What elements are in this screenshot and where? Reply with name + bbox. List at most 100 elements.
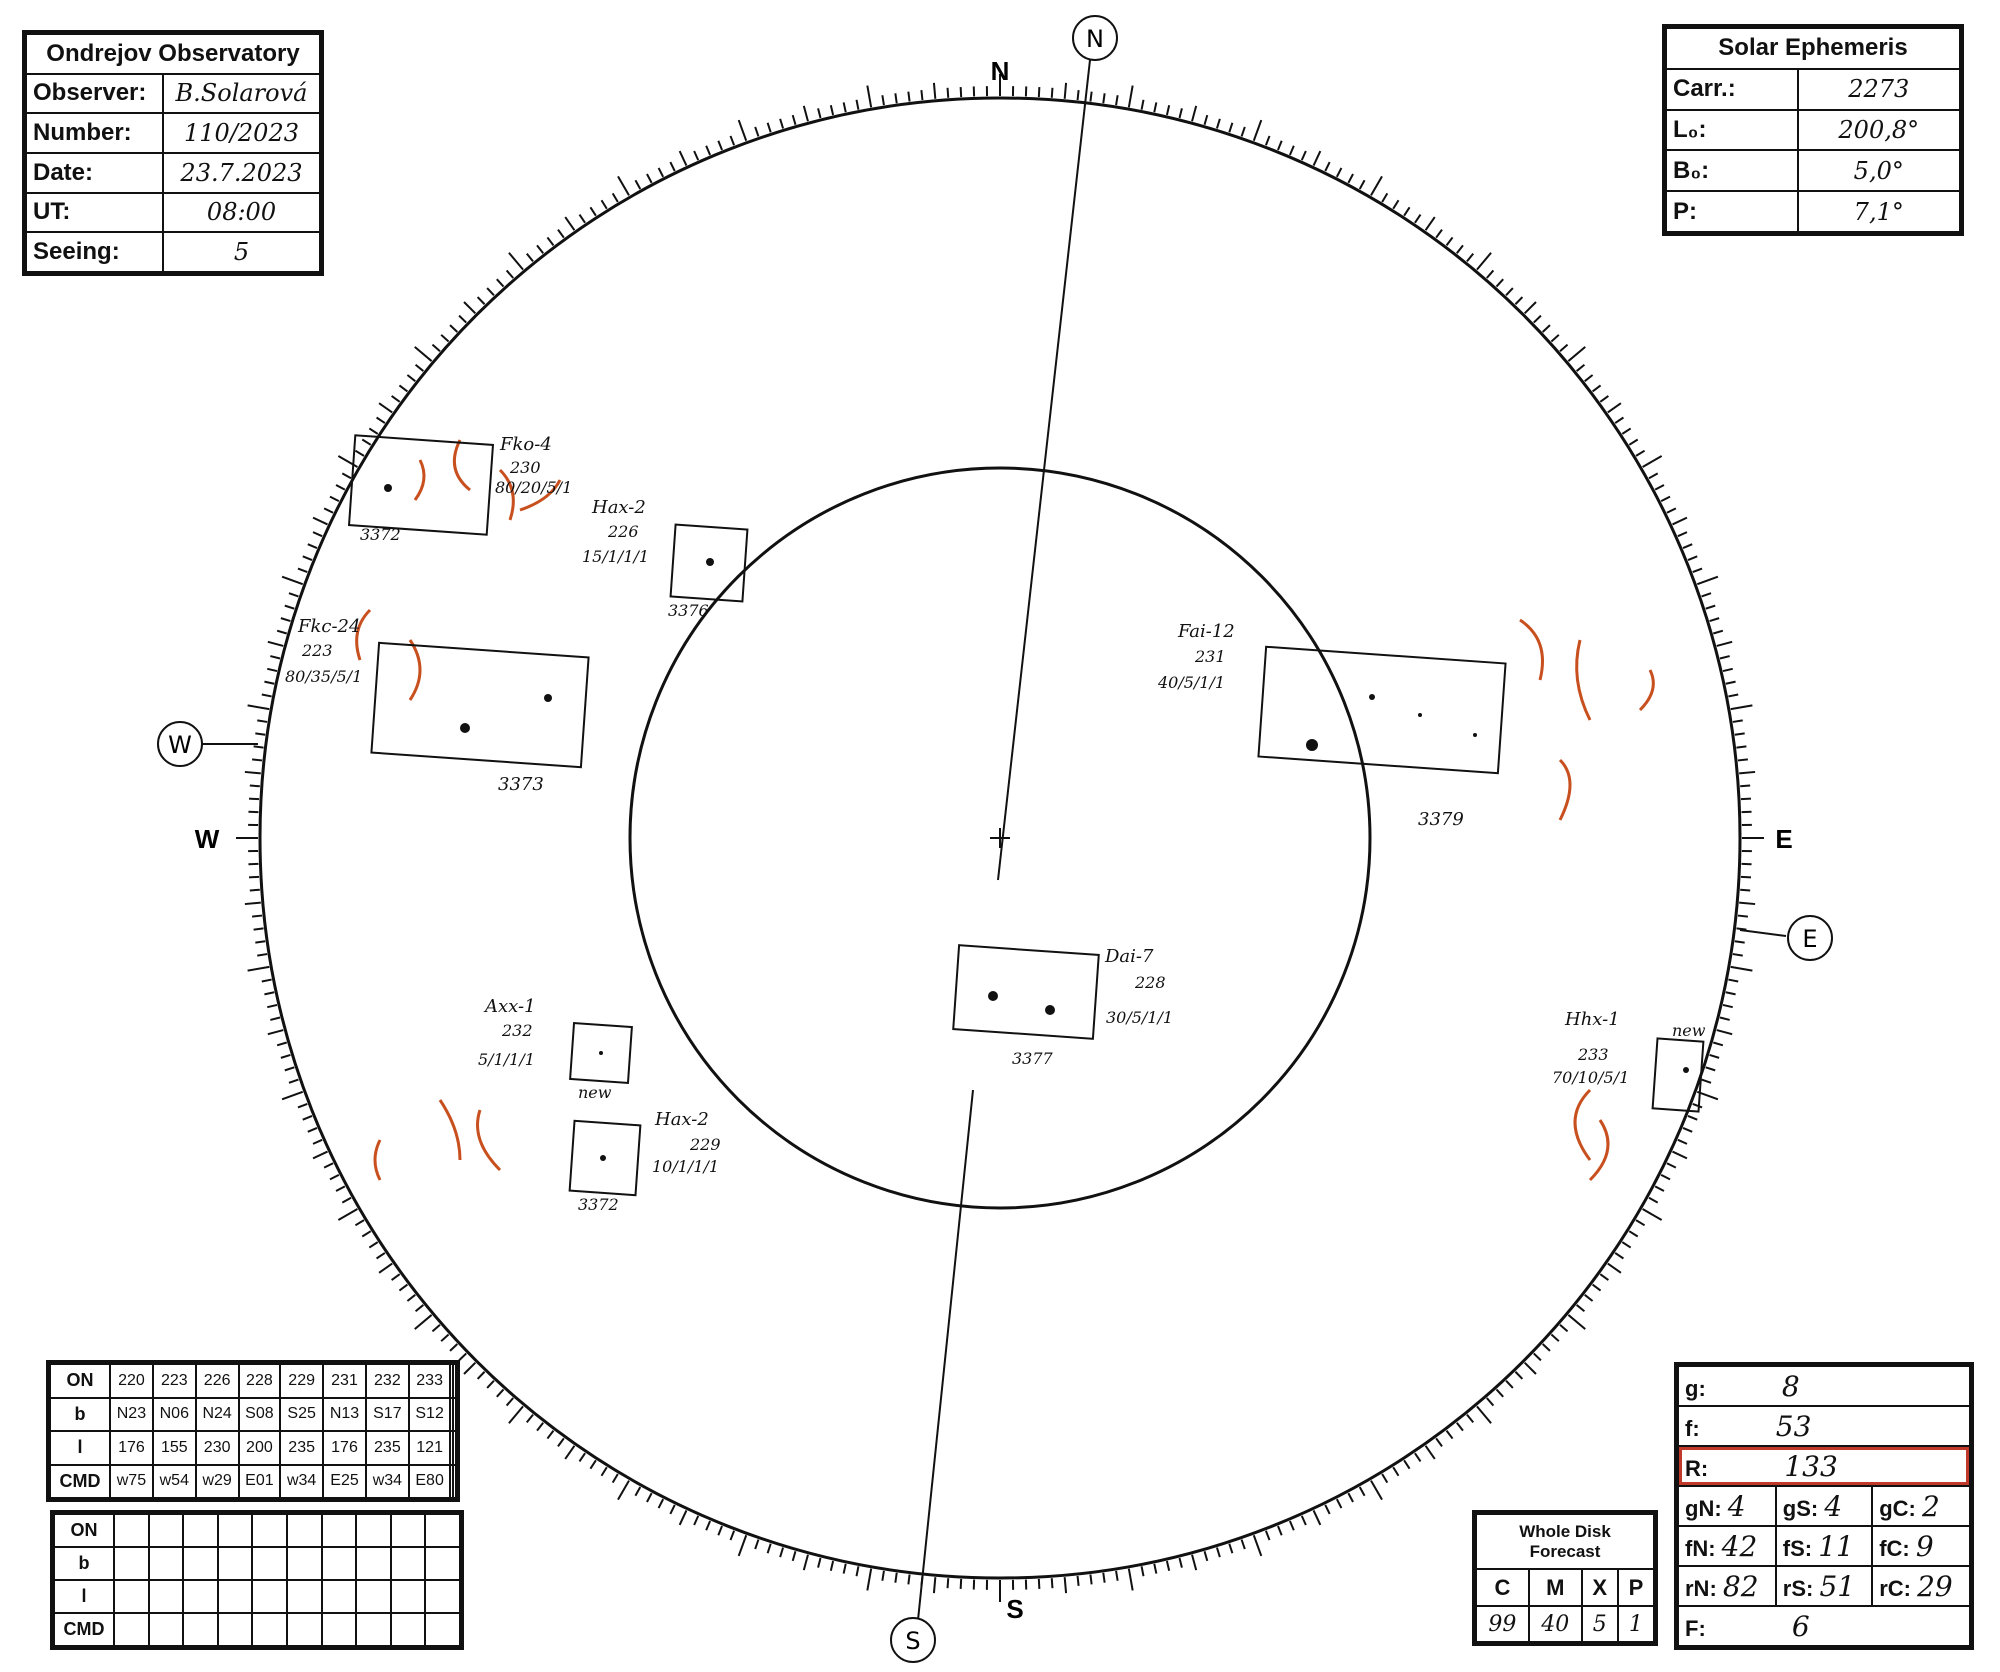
degree-tick	[1692, 1102, 1703, 1109]
table-cell	[389, 1612, 427, 1647]
degree-tick	[1063, 82, 1068, 99]
degree-tick	[1709, 1053, 1720, 1059]
degree-tick	[458, 314, 467, 324]
degree-tick	[1732, 719, 1743, 723]
table-cell: 232	[364, 1363, 410, 1399]
degree-tick	[829, 105, 835, 116]
table-row: b	[53, 1546, 461, 1581]
table-cell	[147, 1612, 185, 1647]
facula-stroke	[1638, 669, 1655, 712]
degree-tick	[1370, 1480, 1383, 1501]
table-cell	[113, 1612, 150, 1647]
degree-tick	[766, 1543, 772, 1554]
region-noaa: 3373	[498, 774, 544, 795]
degree-tick	[508, 252, 524, 271]
table-cell	[182, 1579, 219, 1614]
degree-tick	[946, 1578, 950, 1589]
table-cell: S08	[237, 1396, 282, 1432]
region-noaa: 3372	[578, 1195, 619, 1214]
degree-tick	[1599, 395, 1609, 403]
degree-tick	[1240, 126, 1246, 137]
table-cell: S25	[279, 1396, 325, 1432]
b0-value: 5,0°	[1796, 149, 1962, 193]
degree-tick	[1682, 1127, 1693, 1133]
degree-tick	[255, 940, 266, 944]
degree-tick	[257, 953, 268, 957]
degree-tick	[894, 1572, 898, 1583]
fn-label: fN:	[1685, 1535, 1716, 1561]
region-boxes	[347, 434, 1705, 1197]
degree-tick	[1370, 175, 1383, 196]
region-noaa: 3377	[1012, 1049, 1054, 1068]
degree-tick	[737, 119, 748, 142]
degree-tick	[1705, 604, 1716, 610]
degree-tick	[414, 1314, 433, 1330]
degree-tick	[249, 888, 260, 892]
degree-tick	[1178, 108, 1183, 119]
region-noaa: 3379	[1418, 809, 1464, 830]
region-nums: 40/5/1/1	[1157, 673, 1225, 692]
degree-tick	[1486, 1397, 1495, 1407]
degree-tick	[1614, 416, 1624, 424]
degree-tick	[1456, 1422, 1464, 1432]
l0-value: 200,8°	[1796, 108, 1962, 152]
degree-tick	[779, 1547, 785, 1558]
date-value: 23.7.2023	[162, 151, 321, 194]
degree-tick	[693, 1515, 700, 1526]
degree-tick	[1614, 1252, 1624, 1260]
region-code: Axx-1	[483, 996, 536, 1017]
degree-tick	[1654, 1185, 1665, 1192]
degree-tick	[842, 102, 847, 113]
table-cell	[452, 1463, 457, 1499]
region-code: Fai-12	[1177, 621, 1235, 642]
degree-tick	[1347, 1492, 1354, 1503]
degree-tick	[391, 1273, 401, 1281]
degree-tick	[257, 719, 268, 723]
degree-tick	[855, 99, 860, 110]
degree-tick	[1102, 1572, 1106, 1583]
west-label: W	[195, 824, 220, 854]
degree-tick	[1559, 1324, 1569, 1333]
degree-tick	[323, 507, 334, 514]
observer-value: B.Solarová	[162, 72, 321, 115]
table-cell	[355, 1612, 392, 1647]
r-label: R:	[1685, 1455, 1709, 1481]
degree-tick	[589, 206, 597, 217]
row-label: CMD	[49, 1463, 111, 1499]
sunspot	[1418, 713, 1422, 717]
degree-tick	[1392, 199, 1400, 210]
degree-tick	[1445, 236, 1454, 247]
degree-tick	[1732, 953, 1743, 957]
degree-tick	[335, 1185, 346, 1192]
degree-tick	[297, 567, 308, 574]
degree-tick	[754, 1539, 760, 1550]
region-box-3373	[370, 641, 590, 769]
degree-tick	[754, 126, 760, 137]
degree-tick	[1576, 363, 1586, 372]
facula-stroke	[519, 479, 562, 512]
north-axis-line	[997, 59, 1091, 881]
region-cmd: 230	[509, 458, 541, 477]
west-circle-icon	[157, 721, 203, 767]
degree-tick	[1576, 1304, 1586, 1313]
rc-value: 29	[1917, 1569, 1953, 1603]
table-cell	[285, 1513, 323, 1548]
degree-tick	[1666, 507, 1677, 514]
degree-tick	[463, 301, 477, 315]
degree-tick	[244, 770, 261, 775]
degree-tick	[1739, 901, 1756, 906]
degree-tick	[791, 1550, 797, 1562]
row-label: ON	[49, 1363, 111, 1399]
carr-value: 2273	[1796, 67, 1962, 111]
degree-tick	[284, 604, 295, 610]
degree-tick	[1660, 495, 1671, 503]
degree-tick	[1736, 927, 1747, 931]
region-box-hhx	[1651, 1037, 1705, 1113]
table-cell	[285, 1546, 323, 1581]
table-cell: 226	[194, 1363, 240, 1399]
degree-tick	[1523, 1361, 1537, 1375]
facula-stroke	[413, 459, 426, 501]
degree-tick	[264, 991, 275, 996]
degree-tick	[1728, 693, 1739, 698]
degree-tick	[1687, 1115, 1698, 1121]
